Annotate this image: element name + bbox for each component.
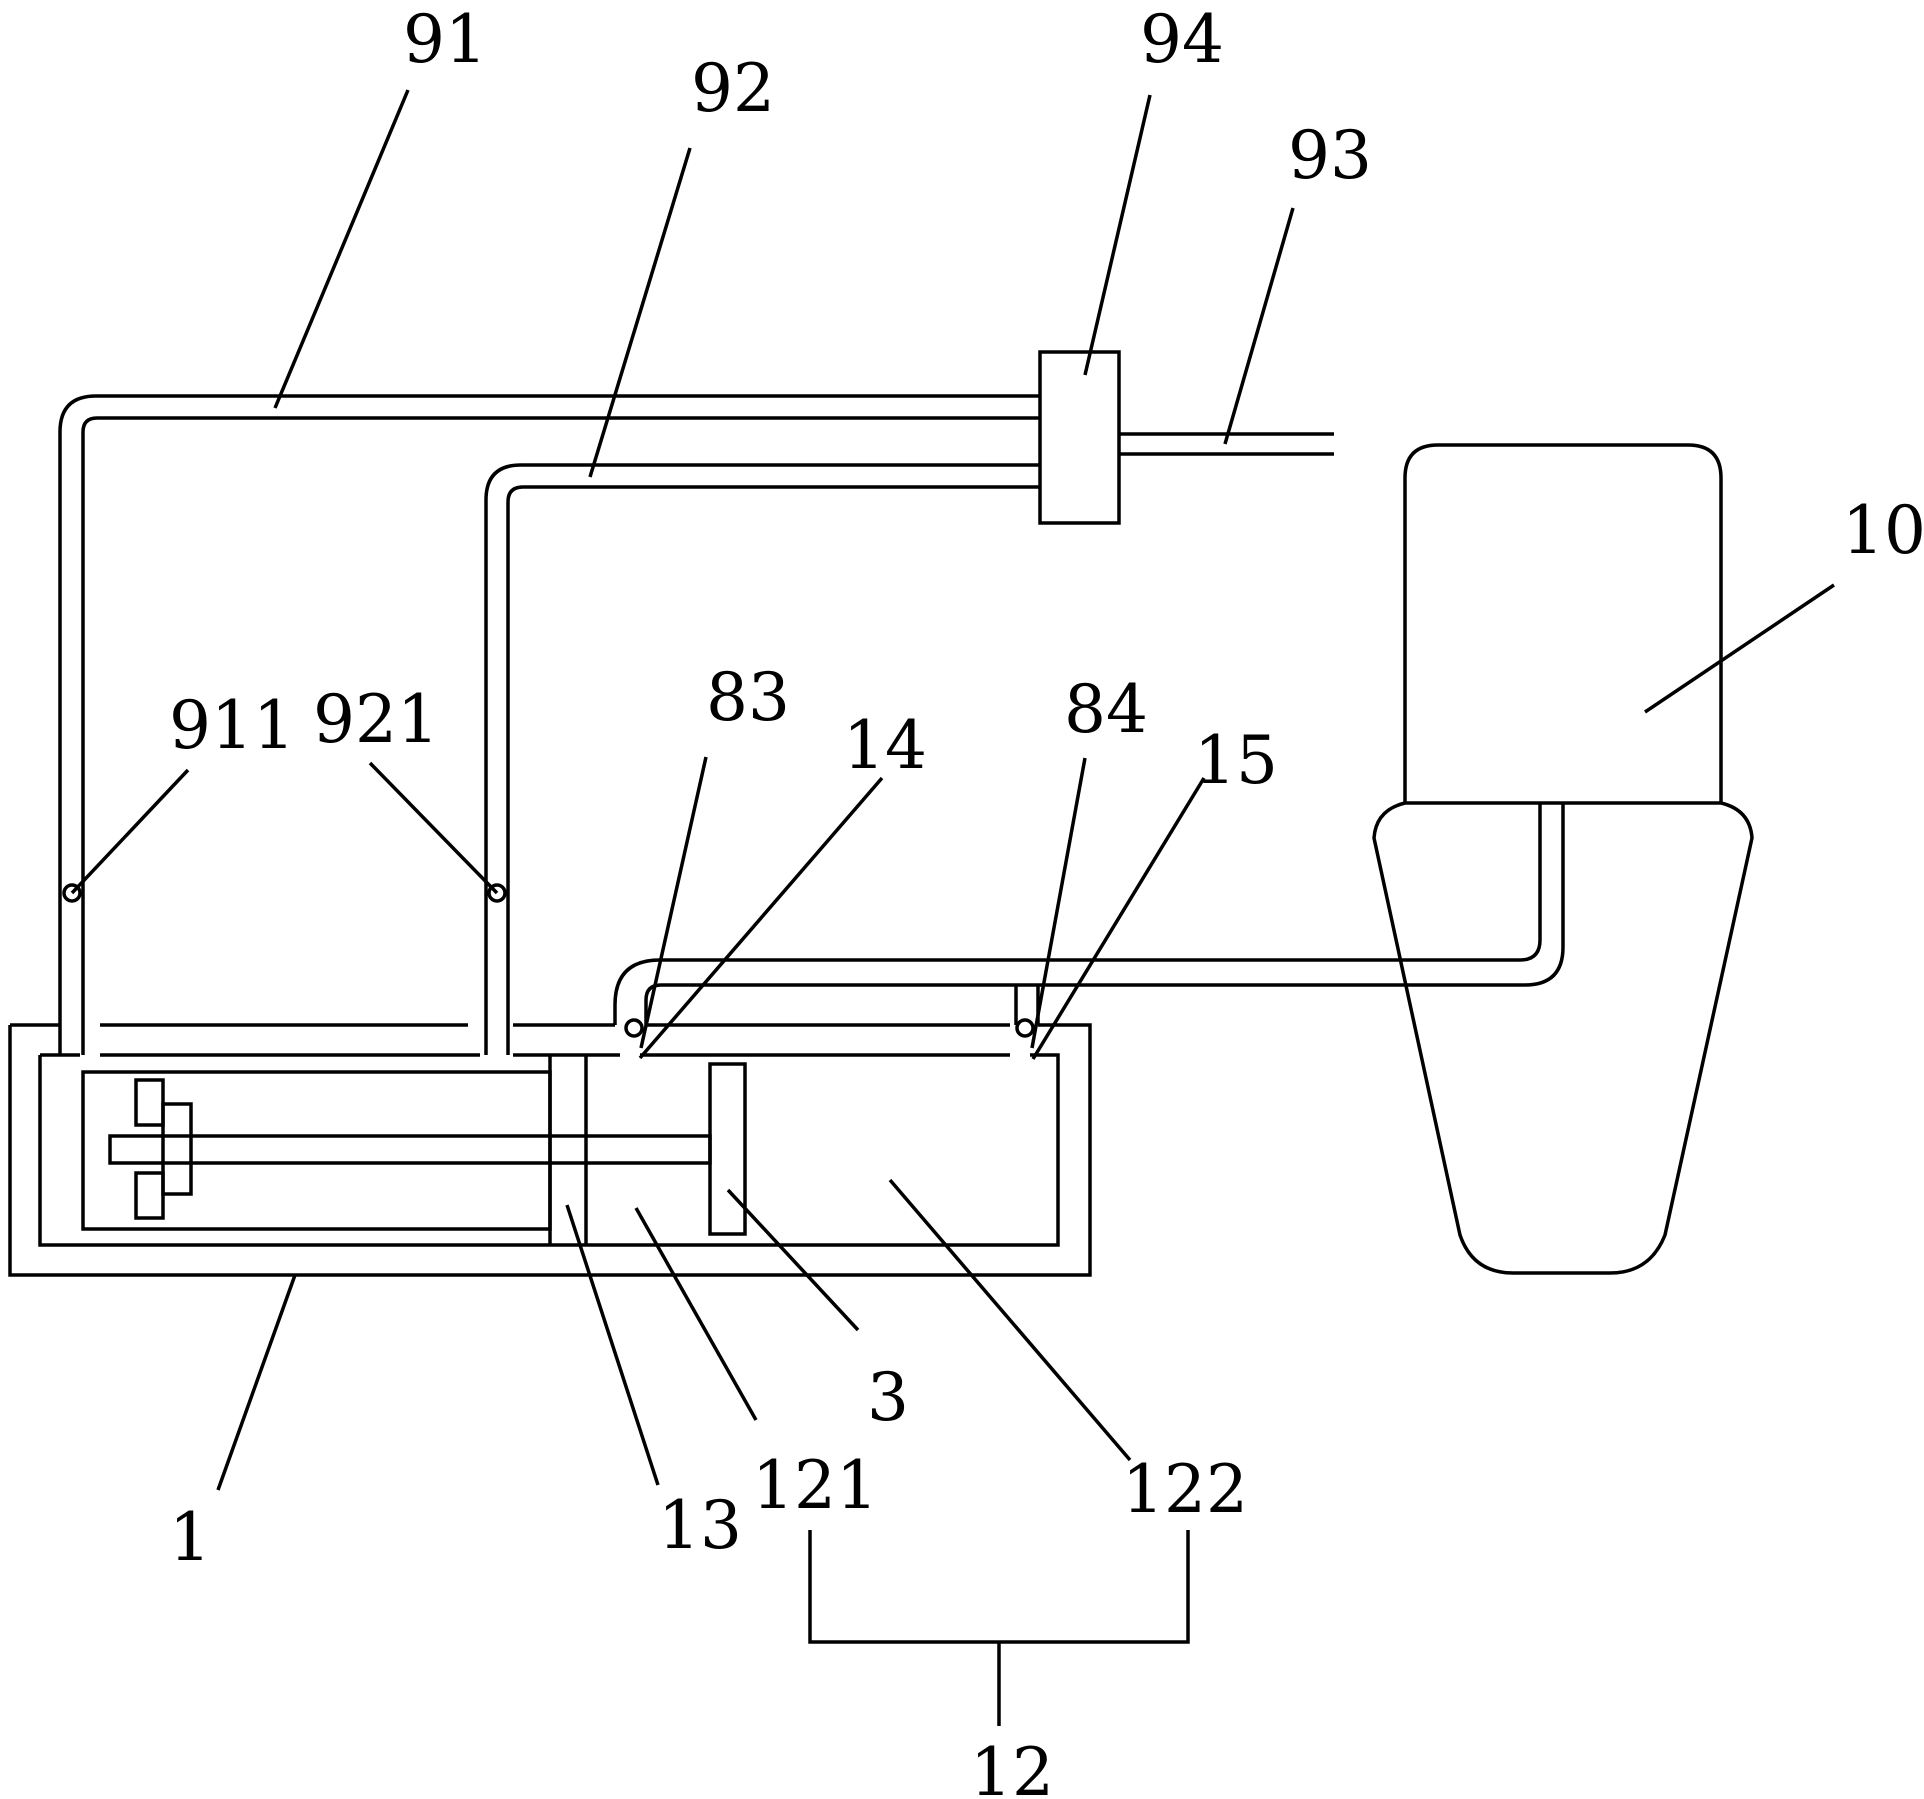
label-83: 83 [706,659,790,736]
node-911 [62,883,82,903]
label-10: 10 [1842,492,1924,569]
node-84 [1015,1018,1035,1038]
label-122: 122 [1122,1451,1248,1528]
label-121: 121 [752,1447,878,1524]
housing [8,1023,1092,1277]
outlet-pipe [613,803,1565,1025]
label-91: 91 [403,1,487,78]
device-10 [1372,443,1754,1275]
bracket-12 [808,1530,1190,1726]
label-15: 15 [1194,722,1278,799]
node-921 [487,883,507,903]
node-83 [624,1018,644,1038]
partition-wall [548,1055,588,1245]
label-84: 84 [1064,671,1148,748]
piston-assembly [108,1062,747,1236]
check-valves [62,883,1035,1038]
leader-lines [70,89,1835,1491]
label-1: 1 [169,1499,211,1576]
label-94: 94 [1140,1,1224,78]
labels: 91 92 94 93 10 911 921 83 14 84 15 1 13 … [169,1,1924,1799]
label-93: 93 [1288,117,1372,194]
valve-94 [1038,350,1121,525]
inner-cylinder [81,1070,552,1231]
label-3: 3 [867,1359,909,1436]
label-92: 92 [691,50,775,127]
pipe-92 [484,463,1040,1055]
pipe-91 [58,394,1040,1055]
label-13: 13 [658,1487,742,1564]
label-12: 12 [970,1734,1054,1799]
label-911: 911 [169,687,295,764]
label-921: 921 [313,681,439,758]
label-14: 14 [843,707,927,784]
